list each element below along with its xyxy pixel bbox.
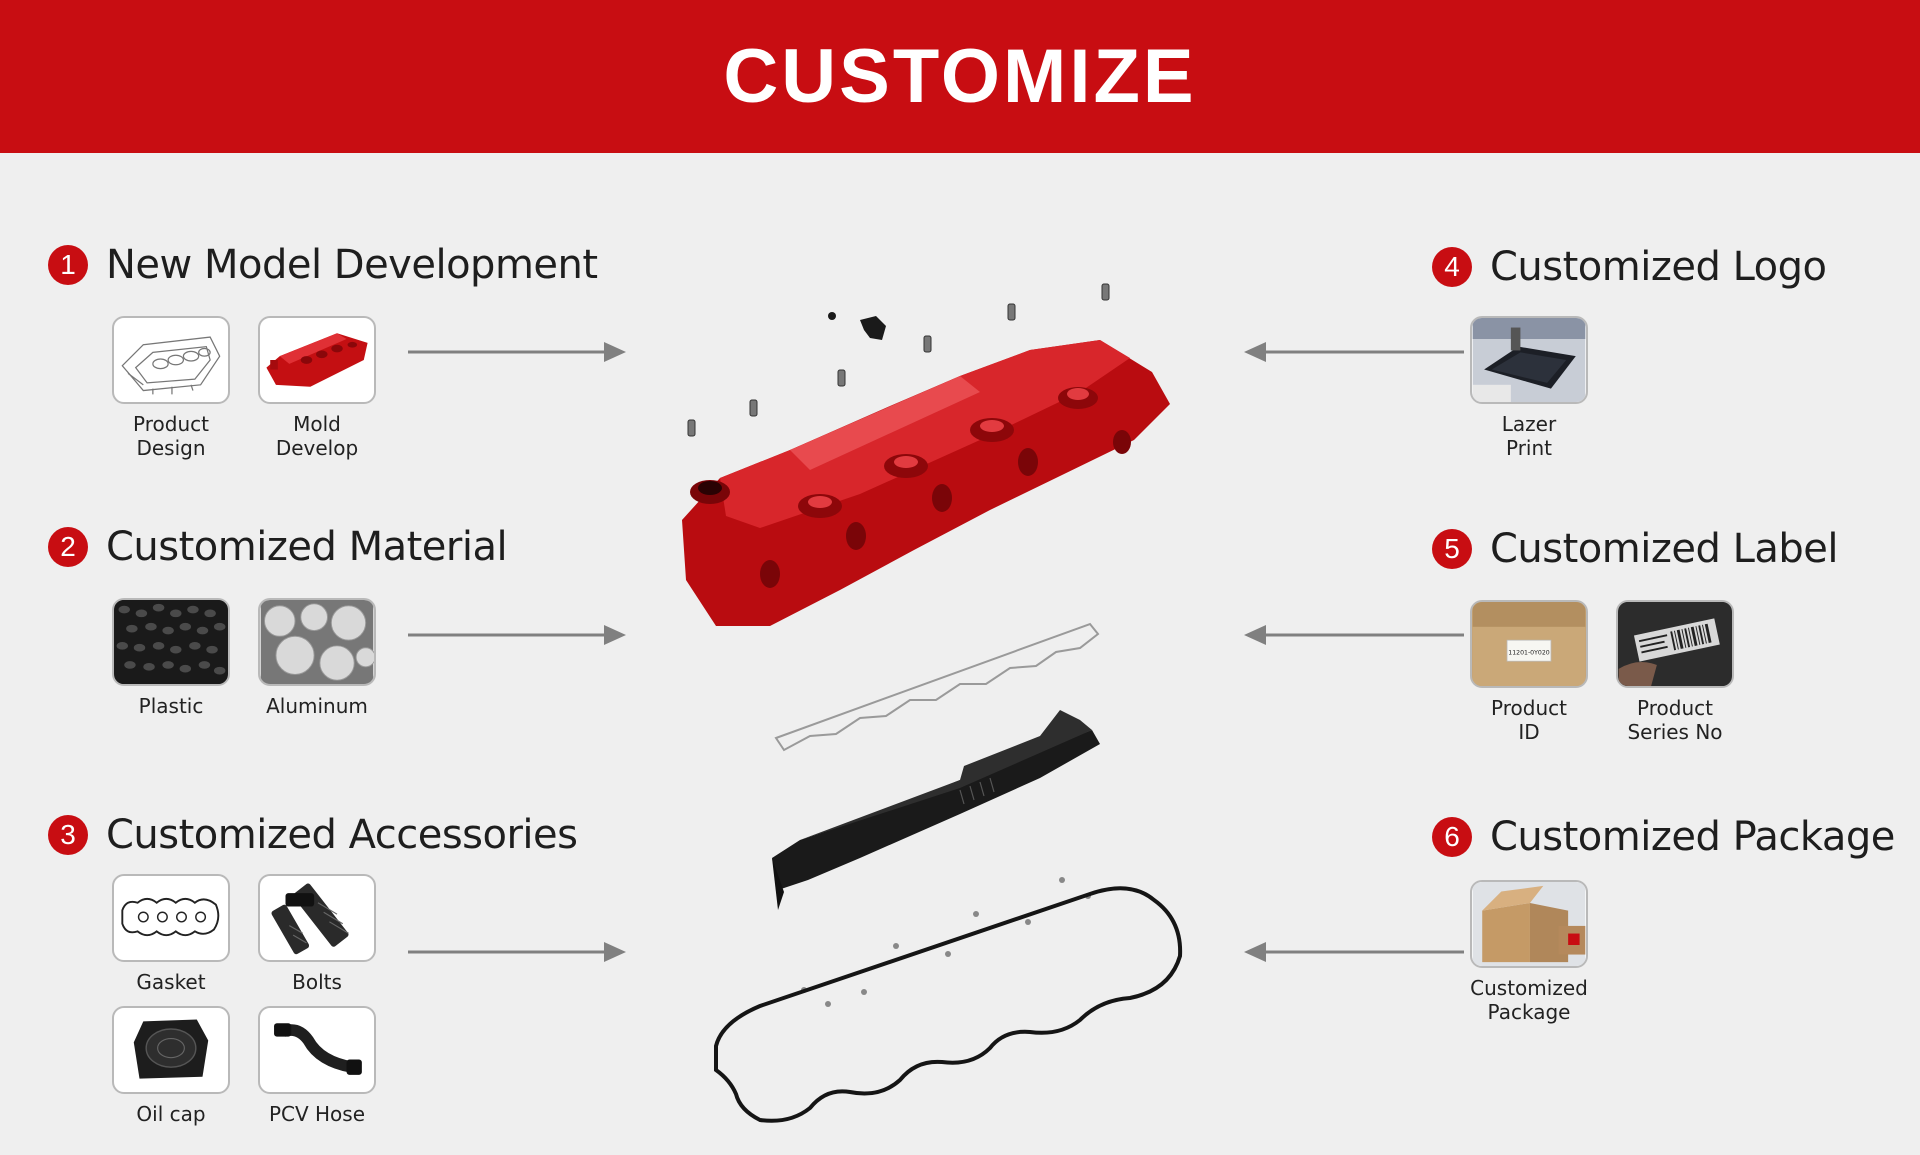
cardboard-box-icon (1470, 880, 1588, 968)
item-aluminum[interactable]: Aluminum (242, 598, 392, 718)
series-barcode-icon (1616, 600, 1734, 688)
arrow-right-3 (408, 942, 626, 962)
item-label: Plastic (138, 694, 204, 718)
red-valve-cover (682, 340, 1170, 626)
section-title: Customized Material (106, 524, 508, 570)
item-product-series-no[interactable]: Product Series No (1600, 600, 1750, 744)
arrow-right-2 (408, 625, 626, 645)
section-number-badge: 1 (48, 245, 88, 285)
section-number-badge: 5 (1432, 529, 1472, 569)
item-label: PCV Hose (268, 1102, 366, 1126)
item-gasket[interactable]: Gasket (96, 874, 246, 994)
plastic-pellets-icon (112, 598, 230, 686)
item-label: Mold Develop (275, 412, 359, 460)
thin-gasket (774, 622, 1100, 752)
item-product-design[interactable]: Product Design (96, 316, 246, 460)
section-customized-logo: 4 Customized Logo Lazer Print (1432, 242, 1827, 460)
pcv-hose-icon (258, 1006, 376, 1094)
item-bolts[interactable]: Bolts (242, 874, 392, 994)
section-customized-material: 2 Customized Material (48, 522, 508, 718)
red-valve-cover-icon (258, 316, 376, 404)
item-label: Product Series No (1627, 696, 1723, 744)
section-customized-accessories: 3 Customized Accessories Gasket (48, 810, 578, 1126)
arrow-left-4 (1244, 342, 1464, 362)
item-label: Oil cap (136, 1102, 206, 1126)
item-label: Aluminum (266, 694, 368, 718)
item-mold-develop[interactable]: Mold Develop (242, 316, 392, 460)
arrow-left-6 (1244, 942, 1464, 962)
black-baffle (772, 710, 1100, 910)
product-id-label-text: 11201-0Y020 (1508, 650, 1550, 657)
rubber-gasket (714, 886, 1183, 1123)
product-design-sketch-icon (112, 316, 230, 404)
section-number-badge: 4 (1432, 247, 1472, 287)
aluminum-rods-icon (258, 598, 376, 686)
item-label: Lazer Print (1501, 412, 1557, 460)
item-product-id[interactable]: 11201-0Y020 Product ID (1454, 600, 1604, 744)
section-new-model-development: 1 New Model Development Product Design (48, 240, 598, 460)
page-title: CUSTOMIZE (723, 34, 1197, 119)
product-id-label-icon: 11201-0Y020 (1470, 600, 1588, 688)
section-number-badge: 6 (1432, 817, 1472, 857)
sensor-plug (828, 312, 886, 340)
item-label: Bolts (292, 970, 342, 994)
item-lazer-print[interactable]: Lazer Print (1454, 316, 1604, 460)
item-plastic[interactable]: Plastic (96, 598, 246, 718)
item-label: Product ID (1491, 696, 1567, 744)
arrow-left-5 (1244, 625, 1464, 645)
section-title: Customized Logo (1490, 244, 1827, 290)
laser-print-icon (1470, 316, 1588, 404)
section-title: Customized Accessories (106, 812, 578, 858)
item-label: Customized Package (1470, 976, 1588, 1024)
oil-cap-icon (112, 1006, 230, 1094)
bolts-icon (258, 874, 376, 962)
item-pcv-hose[interactable]: PCV Hose (242, 1006, 392, 1126)
section-number-badge: 2 (48, 527, 88, 567)
section-title: Customized Label (1490, 526, 1838, 572)
section-title: Customized Package (1490, 814, 1895, 860)
header-banner: CUSTOMIZE (0, 0, 1920, 153)
gasket-icon (112, 874, 230, 962)
item-customized-package[interactable]: Customized Package (1454, 880, 1604, 1024)
arrow-right-1 (408, 342, 626, 362)
item-label: Gasket (136, 970, 206, 994)
section-customized-package: 6 Customized Package Customized Package (1432, 812, 1895, 1024)
item-oil-cap[interactable]: Oil cap (96, 1006, 246, 1126)
valve-cover-exploded-view (682, 283, 1183, 1123)
item-label: Product Design (133, 412, 209, 460)
section-number-badge: 3 (48, 815, 88, 855)
section-title: New Model Development (106, 242, 598, 288)
section-customized-label: 5 Customized Label 11201-0Y020 Product I… (1432, 524, 1838, 744)
